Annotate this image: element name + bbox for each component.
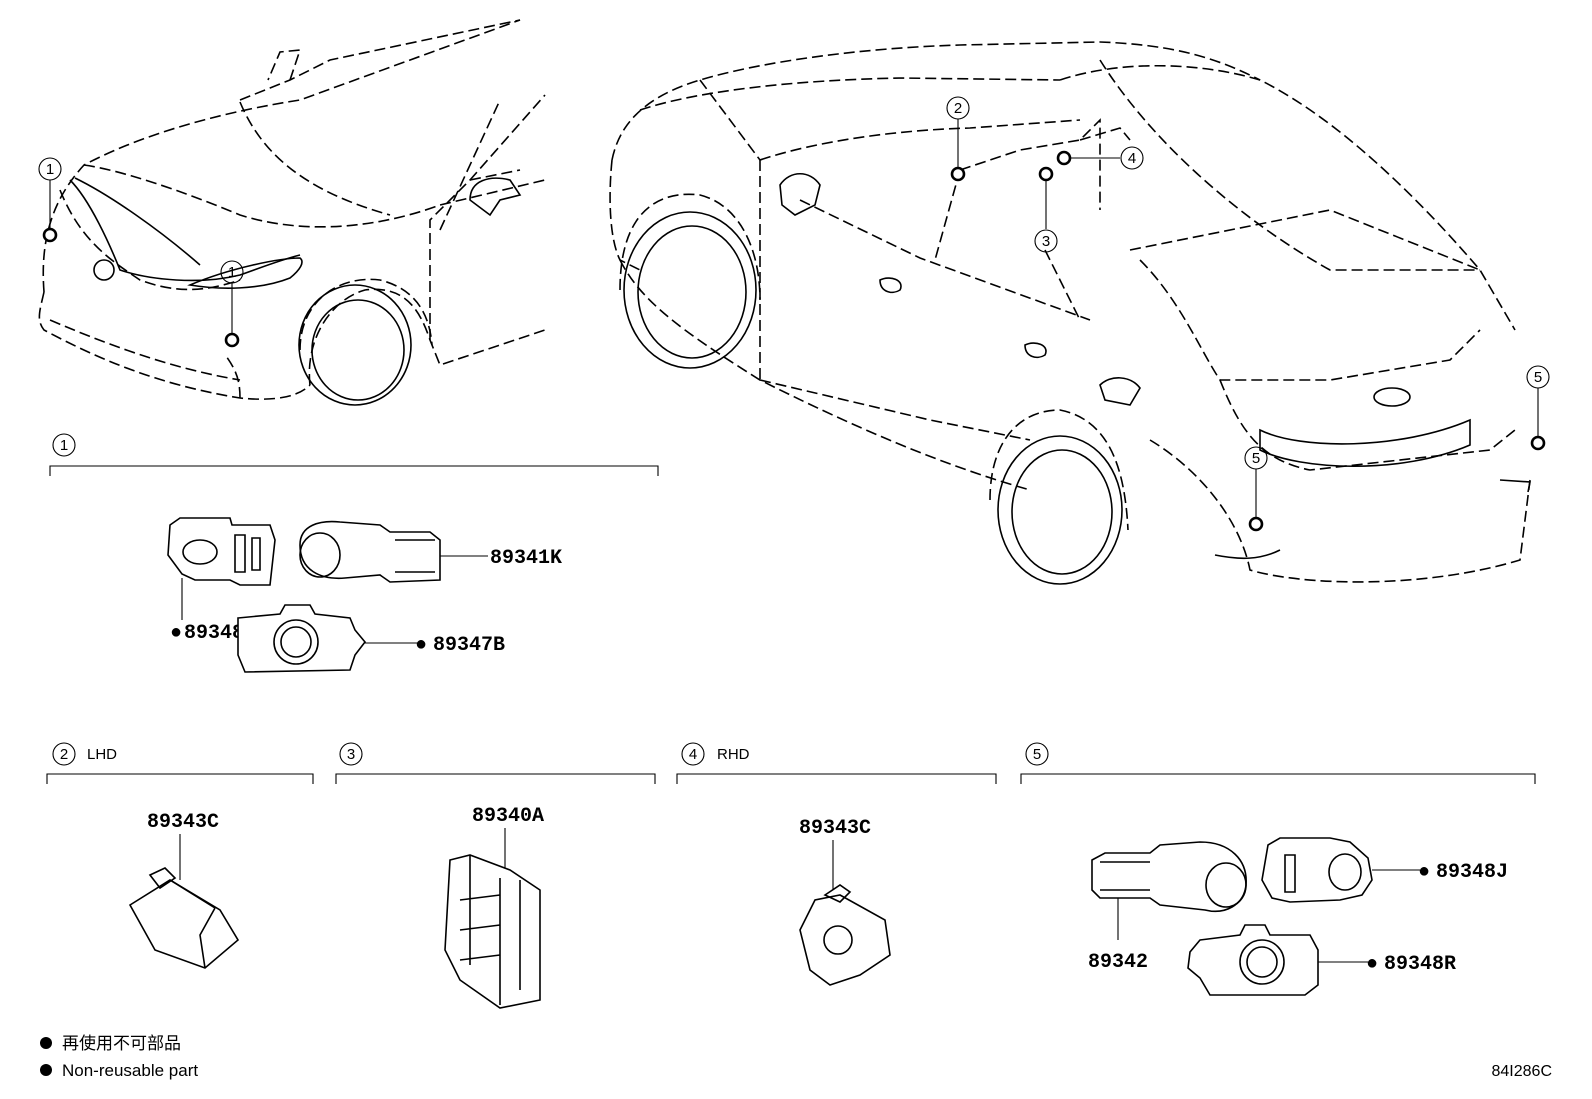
lhd-relay-module-illustration (128, 867, 240, 969)
rear-view-callout-4: 4 (1056, 146, 1144, 170)
callout-2-label: 2 (954, 100, 962, 117)
part-number-89348R: 89348R (1384, 953, 1456, 976)
legend-line-en: Non-reusable part (62, 1061, 198, 1080)
rear-car-illustration (609, 41, 1531, 585)
region-1-callout: 1 (60, 437, 68, 454)
part-number-89348J-rear: 89348J (1436, 861, 1508, 884)
region-2-callout: 2 (60, 746, 68, 763)
callout-4-label: 4 (1128, 150, 1136, 167)
region-3-bracket (335, 773, 656, 784)
ultrasonic-sensor-part-illustration (299, 520, 441, 583)
callout-5-label: 5 (1534, 369, 1542, 386)
region-4-callout: 4 (689, 746, 697, 763)
part-number-89348R-prefix-dot: ● (1366, 953, 1378, 976)
region-1-front-sensor: 1 ● 89348J 89341K ● 89347B (49, 433, 659, 673)
rear-view-callout-3: 3 (1034, 166, 1058, 253)
ecu-module-illustration (444, 854, 541, 1009)
part-number-89342: 89342 (1088, 951, 1148, 974)
legend-bullet-icon (40, 1064, 52, 1076)
rear-view-callout-5b: 5 (1526, 365, 1550, 451)
region-4-bracket (676, 773, 997, 784)
region-2-bracket (46, 773, 314, 784)
region-5-rear-sensor: 5 89342 ● 89348J ● 89348R (1020, 742, 1536, 996)
rear-retainer-illustration (1261, 837, 1373, 903)
diagram-code: 84I286C (1492, 1063, 1553, 1080)
region-5-bracket (1020, 773, 1536, 784)
rear-sensor-holder-illustration (1187, 924, 1319, 996)
region-4-rhd: 4 RHD 89343C (676, 742, 997, 986)
callout-1-label: 1 (46, 161, 54, 178)
rhd-relay-module-illustration (799, 884, 891, 986)
sensor-holder-part-illustration (237, 604, 367, 673)
region-2-lhd: 2 LHD 89343C (46, 742, 314, 969)
front-view-callout-1b: 1 (220, 260, 244, 348)
region-1-bracket (49, 465, 659, 476)
callout-5-label: 5 (1252, 450, 1260, 467)
callout-1-label: 1 (228, 264, 236, 281)
part-number-89348J-prefix-dot: ● (170, 622, 182, 645)
region-4-label: RHD (717, 746, 750, 763)
part-number-89340A: 89340A (472, 805, 544, 828)
rear-ultrasonic-sensor-illustration (1091, 841, 1247, 912)
rear-view-callout-5a: 5 (1244, 446, 1268, 532)
retainer-part-illustration (167, 517, 276, 586)
legend: 再使用不可部品 Non-reusable part (40, 1033, 198, 1080)
legend-line-jp: 再使用不可部品 (62, 1033, 181, 1053)
front-car-illustration (38, 19, 546, 406)
region-3-callout: 3 (347, 746, 355, 763)
region-2-label: LHD (87, 746, 117, 763)
region-3: 3 89340A (335, 742, 656, 1009)
callout-3-label: 3 (1042, 233, 1050, 250)
part-number-89341K: 89341K (490, 547, 562, 570)
part-number-89348J-rear-prefix-dot: ● (1418, 861, 1430, 884)
part-number-89347B: 89347B (433, 634, 505, 657)
part-number-89347B-prefix-dot: ● (415, 634, 427, 657)
region-5-callout: 5 (1033, 746, 1041, 763)
front-view-callout-1a: 1 (38, 157, 62, 243)
part-number-89343C-rhd: 89343C (799, 817, 871, 840)
legend-bullet-icon (40, 1037, 52, 1049)
rear-view-callout-2: 2 (946, 96, 970, 182)
part-number-89343C-lhd: 89343C (147, 811, 219, 834)
